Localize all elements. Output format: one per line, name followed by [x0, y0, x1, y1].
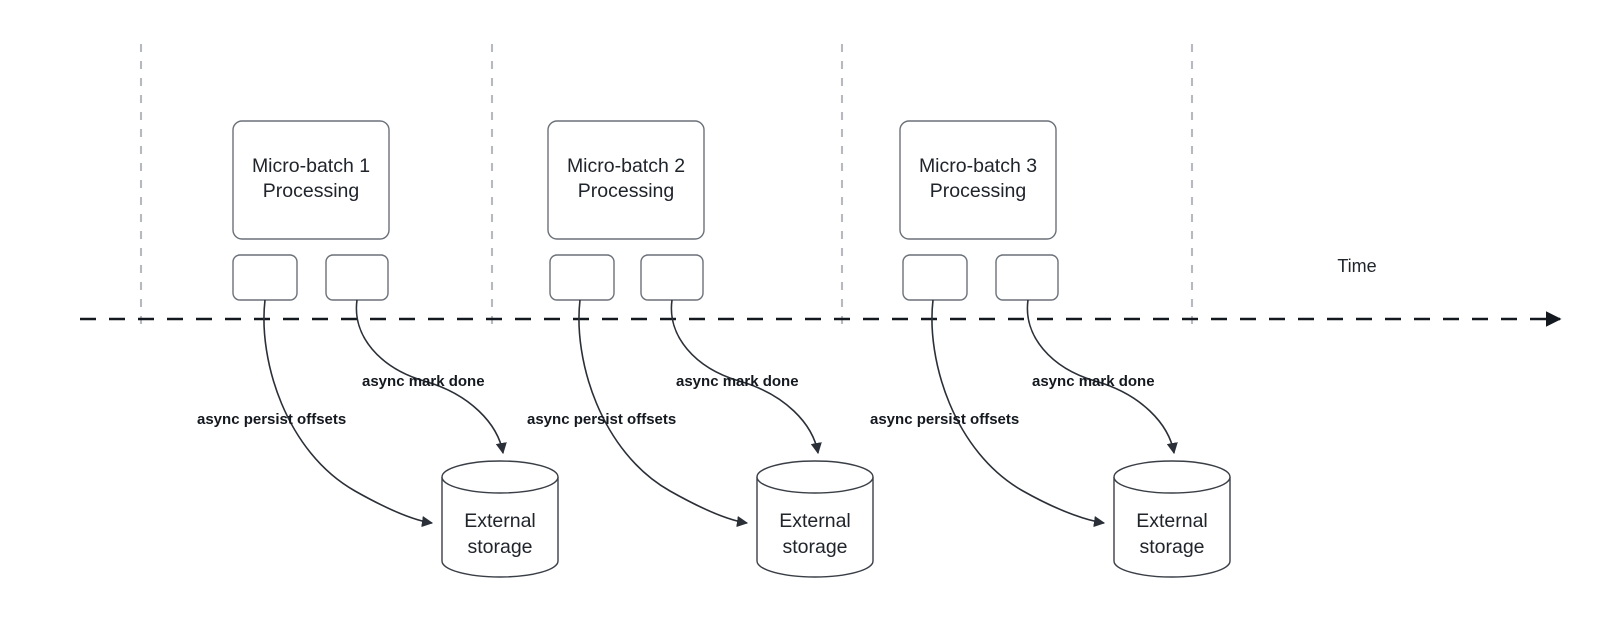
micro-batch-3-title-line1: Micro-batch 3	[919, 155, 1037, 177]
async-mark-done-label-1: async mark done	[362, 373, 485, 390]
time-axis-label: Time	[1337, 256, 1376, 276]
async-mark-done-arrow-1	[355, 299, 507, 455]
micro-batch-3-task-left[interactable]	[902, 254, 968, 301]
micro-batch-2-title-line2: Processing	[578, 180, 674, 202]
async-mark-done-arrow-3	[1026, 299, 1178, 455]
external-storage-1[interactable]: External storage	[441, 460, 559, 578]
async-persist-offsets-label-1: async persist offsets	[197, 411, 346, 428]
external-storage-3-body	[1113, 477, 1231, 578]
external-storage-3-label-line2: storage	[1139, 536, 1204, 558]
micro-batch-2-group: Micro-batch 2 Processing async mark done…	[527, 120, 874, 578]
micro-batch-1-box[interactable]	[232, 120, 390, 240]
micro-batch-1-group: Micro-batch 1 Processing async mark done…	[197, 120, 559, 578]
micro-batch-1-title-line2: Processing	[263, 180, 359, 202]
async-mark-done-label-3: async mark done	[1032, 373, 1155, 390]
micro-batch-3-title-line2: Processing	[930, 180, 1026, 202]
external-storage-2-top	[756, 460, 874, 494]
external-storage-1-top	[441, 460, 559, 494]
micro-batch-1-title-line1: Micro-batch 1	[252, 155, 370, 177]
external-storage-3-top	[1113, 460, 1231, 494]
async-mark-done-arrow-2	[670, 299, 822, 455]
external-storage-1-label-line1: External	[464, 510, 536, 532]
async-persist-offsets-arrow-3	[931, 299, 1106, 528]
micro-batch-3-task-right[interactable]	[995, 254, 1059, 301]
micro-batch-2-title-line1: Micro-batch 2	[567, 155, 685, 177]
micro-batch-2-task-left[interactable]	[549, 254, 615, 301]
time-axis-group: Time	[80, 44, 1562, 330]
micro-batch-3-group: Micro-batch 3 Processing async mark done…	[870, 120, 1231, 578]
micro-batch-2-box[interactable]	[547, 120, 705, 240]
external-storage-2-body	[756, 477, 874, 578]
micro-batch-1-task-left[interactable]	[232, 254, 298, 301]
async-persist-offsets-arrow-1	[263, 299, 434, 528]
async-mark-done-label-2: async mark done	[676, 373, 799, 390]
async-persist-offsets-arrow-2	[578, 299, 749, 528]
external-storage-2-label-line2: storage	[782, 536, 847, 558]
external-storage-2-label-line1: External	[779, 510, 851, 532]
external-storage-1-label-line2: storage	[467, 536, 532, 558]
micro-batch-2-task-right[interactable]	[640, 254, 704, 301]
external-storage-1-body	[441, 477, 559, 578]
external-storage-3-label-line1: External	[1136, 510, 1208, 532]
external-storage-2[interactable]: External storage	[756, 460, 874, 578]
async-persist-offsets-label-2: async persist offsets	[527, 411, 676, 428]
external-storage-3[interactable]: External storage	[1113, 460, 1231, 578]
micro-batch-1-task-right[interactable]	[325, 254, 389, 301]
async-persist-offsets-label-3: async persist offsets	[870, 411, 1019, 428]
micro-batch-3-box[interactable]	[899, 120, 1057, 240]
